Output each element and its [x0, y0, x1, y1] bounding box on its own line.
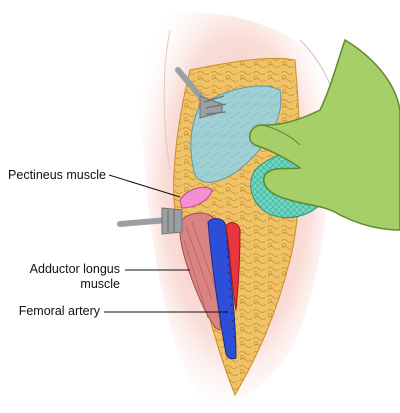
- gloved-hand: [248, 38, 400, 231]
- lower-retractor: [117, 207, 183, 235]
- leader-lines: [104, 174, 228, 313]
- femoral-artery-label: Femoral artery: [18, 304, 100, 318]
- upper-retractor: [175, 67, 227, 119]
- adductor-longus-label-line2: muscle: [80, 277, 120, 291]
- femoral-vein: [207, 218, 237, 360]
- pectineus-muscle-label: Pectineus muscle: [8, 168, 106, 182]
- adductor-longus-label-line1: Adductor longus: [29, 262, 120, 276]
- femoral-artery: [225, 222, 241, 341]
- pink-tissue: [179, 186, 213, 209]
- pectineus-leader: [108, 174, 181, 198]
